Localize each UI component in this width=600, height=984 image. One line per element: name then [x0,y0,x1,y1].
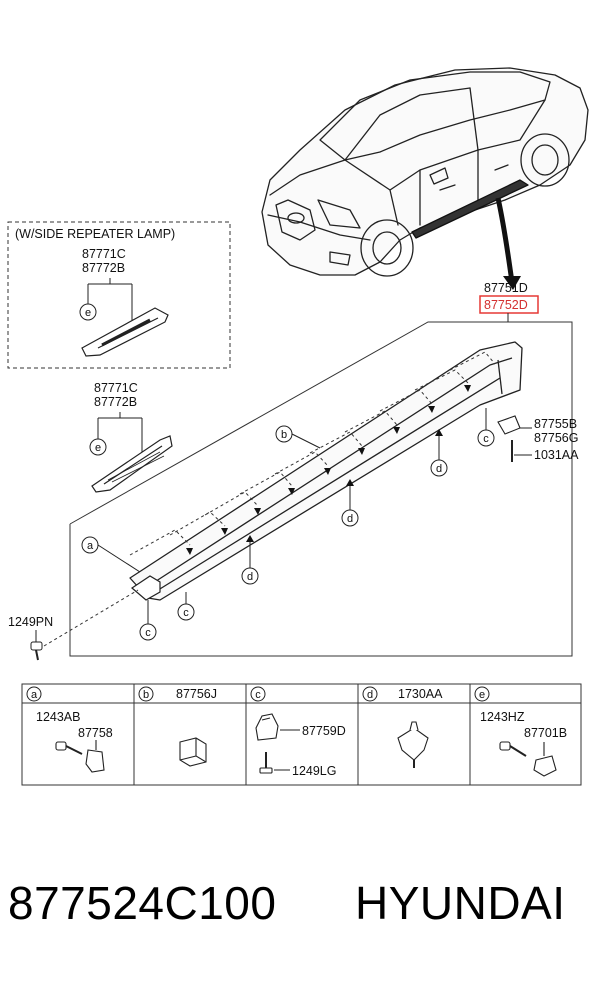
inset-box [7,221,231,369]
part-1243HZ: 1243HZ [480,710,525,724]
svg-text:d: d [436,463,442,475]
callout-c-letter-2: c [145,627,151,639]
clip-arrows [186,385,471,555]
screw-dash [43,589,139,647]
callout-b-leader [291,433,321,449]
svg-text:a: a [31,689,38,701]
part-87756G: 87756G [534,431,578,445]
part-1031AA: 1031AA [534,448,579,462]
trim-leader [97,412,143,455]
callout-a-leader [97,544,141,573]
part-87755B: 87755B [534,417,577,431]
car-illustration [261,67,589,277]
inset-title: (W/SIDE REPEATER LAMP) [15,227,175,241]
highlight-box [479,295,539,314]
svg-text:d: d [347,513,353,525]
cell-d-header: 1730AA [398,687,443,701]
part-87701B: 87701B [524,726,567,740]
clip-guides [129,351,496,556]
callout-c-letter-1: c [183,607,189,619]
svg-text:d: d [247,571,253,583]
footer-part-number: 877524C100 [8,877,277,929]
inset-part-1: 87771C [82,247,126,261]
part-1249PN: 1249PN [8,615,53,629]
trim-part-1: 87771C [94,381,138,395]
callout-b-letter: b [281,429,287,441]
callout-c-letter-3: c [483,433,489,445]
inset-part-2: 87772B [82,261,125,275]
svg-text:e: e [479,689,485,701]
arrow-head [503,276,521,290]
trim-part-2: 87772B [94,395,137,409]
callout-a-letter: a [87,540,94,552]
screw-1249PN-shape [30,641,43,661]
svg-text:c: c [255,689,261,701]
cell-b-header: 87756J [176,687,217,701]
inset-callout-circle [79,303,97,321]
legend-table: a b c d e 87756J 1730AA 1243AB 87758 [21,683,582,786]
part-1249LG: 1249LG [292,764,336,778]
inset-leader [87,278,133,330]
side-repeater-lamp [81,307,169,357]
mud-guard-bracket [497,415,521,435]
car-to-part-arrow [495,197,515,283]
part-87758: 87758 [78,726,113,740]
trim-callout-letter: e [95,442,101,454]
svg-text:d: d [367,689,373,701]
trim-callout-circle [89,438,107,456]
callout-d-group: d d d [241,429,448,585]
svg-text:b: b [143,689,149,701]
end-bracket [131,575,161,601]
footer-brand: HYUNDAI [355,877,566,929]
part-1243AB: 1243AB [36,710,80,724]
part-87751D: 87751D [484,281,528,295]
part-87759D: 87759D [302,724,346,738]
inset-callout-letter: e [85,307,91,319]
main-frame [69,321,573,657]
side-trim-garnish [91,435,173,493]
part-87752D: 87752D [484,298,528,312]
